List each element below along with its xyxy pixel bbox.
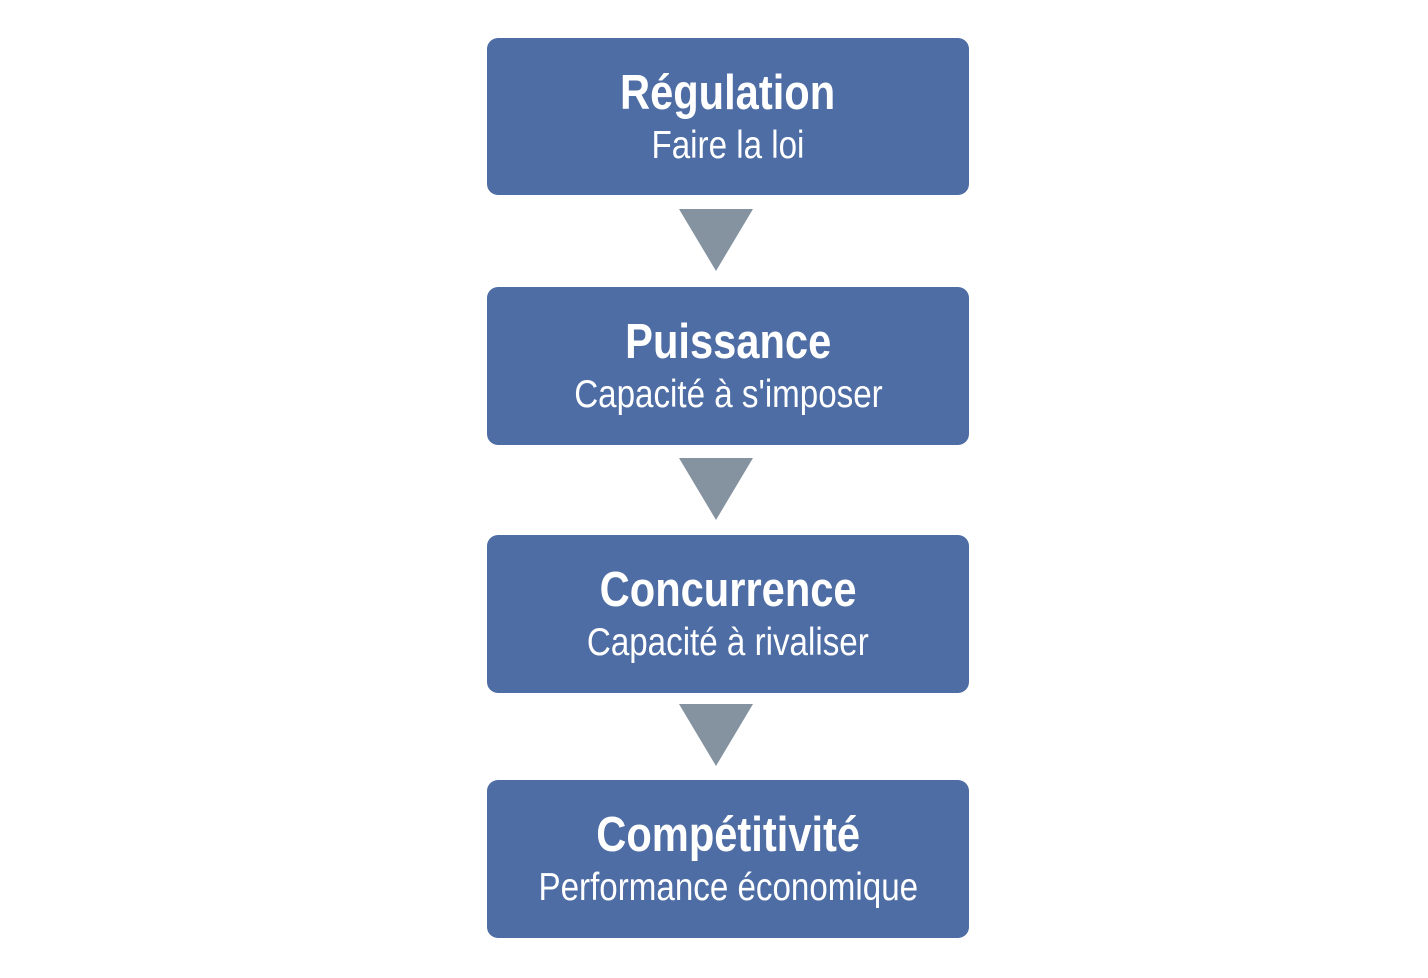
flow-step-competitivite: Compétitivité Performance économique: [487, 780, 969, 938]
flow-step-title: Concurrence: [599, 563, 857, 618]
down-arrow-icon: [679, 458, 753, 520]
flow-step-regulation: Régulation Faire la loi: [487, 38, 969, 195]
down-arrow-icon: [679, 704, 753, 766]
flow-step-subtitle: Capacité à s'imposer: [573, 373, 883, 417]
flow-step-title: Régulation: [620, 65, 836, 120]
flow-step-subtitle: Performance économique: [538, 866, 918, 910]
flow-step-title: Puissance: [624, 315, 832, 370]
flow-step-subtitle: Capacité à rivaliser: [587, 621, 869, 665]
down-arrow-icon: [679, 209, 753, 271]
flow-step-concurrence: Concurrence Capacité à rivaliser: [487, 535, 969, 693]
flow-step-title: Compétitivité: [596, 808, 860, 863]
flow-step-subtitle: Faire la loi: [651, 123, 805, 167]
flow-step-puissance: Puissance Capacité à s'imposer: [487, 287, 969, 445]
